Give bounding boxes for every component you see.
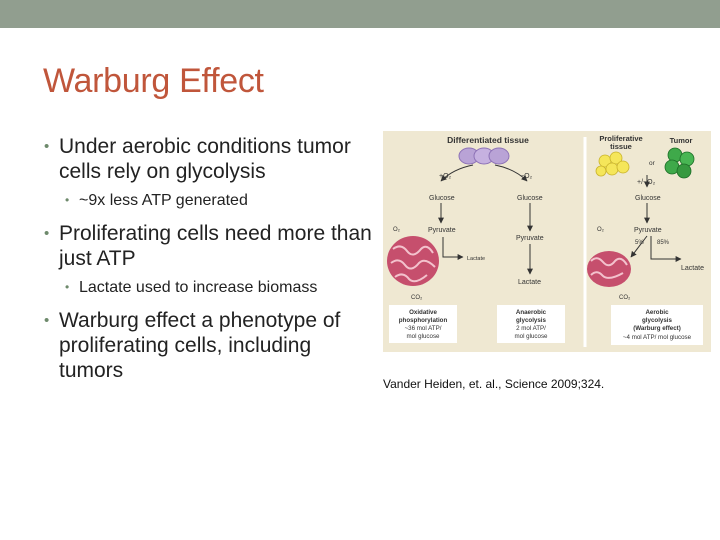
anaerobic-box-text: glycolysis	[516, 317, 546, 324]
slide-title: Warburg Effect	[43, 62, 264, 100]
bullet-text: Warburg effect a phenotype of proliferat…	[59, 309, 341, 382]
tumor-label: Tumor	[670, 136, 693, 145]
lactate-label: Lactate	[518, 279, 541, 286]
anaerobic-box-text: Anaerobic	[516, 309, 547, 316]
aerobic-box-text: glycolysis	[642, 317, 672, 324]
pyruvate-label: Pyruvate	[634, 227, 662, 234]
sub-bullet-item: • ~9x less ATP generated	[42, 190, 377, 211]
glucose-label: Glucose	[429, 195, 455, 202]
arrow	[650, 236, 682, 262]
mitochondrion-icon	[387, 236, 439, 286]
bullet-icon: •	[44, 138, 50, 155]
left-panel-title: Differentiated tissue	[447, 135, 529, 145]
aerobic-box-text: Aerobic	[645, 309, 669, 316]
lactate-label: Lactate	[681, 265, 704, 272]
pyruvate-label: Pyruvate	[428, 227, 456, 234]
bullet-icon: •	[65, 280, 70, 294]
sub-bullet-text: ~9x less ATP generated	[79, 192, 248, 209]
bullet-text: Proliferating cells need more than just …	[59, 222, 372, 270]
bullet-item: • Under aerobic conditions tumor cells re…	[42, 134, 377, 184]
oxidative-box-text: Oxidative	[409, 309, 437, 316]
arrow	[494, 164, 528, 182]
co2-label: CO₂	[619, 295, 631, 301]
differentiated-cells	[458, 147, 510, 165]
sub-bullet-text: Lactate used to increase biomass	[79, 279, 318, 296]
bullet-item: • Warburg effect a phenotype of prolifera…	[42, 308, 377, 383]
aerobic-box-text: ~4 mol ATP/ mol glucose	[623, 334, 692, 341]
right-panel-title: Proliferative	[599, 134, 642, 143]
pct-85-label: 85%	[657, 240, 670, 246]
oxidative-box-text: ~36 mol ATP/	[405, 325, 442, 332]
sub-bullet-item: • Lactate used to increase biomass	[42, 277, 377, 298]
arrow	[440, 164, 474, 182]
plus-o2-label: +O₂	[439, 173, 452, 180]
oxidative-box-text: mol glucose	[406, 333, 440, 340]
bullet-icon: •	[44, 225, 50, 242]
anaerobic-box-text: 2 mol ATP/	[516, 325, 546, 332]
mitochondrion-icon	[587, 251, 631, 287]
co2-label: CO₂	[411, 295, 423, 301]
bullet-list: • Under aerobic conditions tumor cells re…	[42, 134, 377, 389]
oxidative-box	[389, 305, 457, 343]
o2-label: O₂	[393, 227, 401, 233]
or-label: or	[649, 160, 656, 167]
o2-label: O₂	[597, 227, 605, 233]
figure-svg: Differentiated tissue +O₂ −O₂ Glucose Gl…	[383, 131, 711, 352]
plus-minus-o2-label: +/−O₂	[637, 179, 656, 186]
bullet-text: Under aerobic conditions tumor cells rel…	[59, 135, 351, 183]
arrow	[630, 235, 648, 258]
proliferative-cells	[595, 151, 630, 177]
aerobic-box-text: (Warburg effect)	[633, 325, 681, 332]
glucose-label: Glucose	[517, 195, 543, 202]
bullet-item: • Proliferating cells need more than just…	[42, 221, 377, 271]
anaerobic-box	[497, 305, 565, 343]
tumor-cells	[664, 147, 695, 179]
minus-o2-label: −O₂	[520, 173, 533, 180]
bullet-icon: •	[44, 312, 50, 329]
figure-citation: Vander Heiden, et. al., Science 2009;324…	[383, 377, 605, 391]
anaerobic-box-text: mol glucose	[514, 333, 548, 340]
top-bar	[0, 0, 720, 28]
bullet-icon: •	[65, 193, 70, 207]
pct-5-label: 5%	[635, 240, 644, 246]
aerobic-box	[611, 305, 703, 345]
warburg-figure: Differentiated tissue +O₂ −O₂ Glucose Gl…	[383, 131, 711, 352]
lactate-label: Lactate	[467, 256, 485, 262]
glucose-label: Glucose	[635, 195, 661, 202]
right-panel-title: tissue	[610, 142, 632, 151]
pyruvate-label: Pyruvate	[516, 235, 544, 242]
arrow	[442, 237, 464, 260]
oxidative-box-text: phosphorylation	[399, 317, 448, 324]
